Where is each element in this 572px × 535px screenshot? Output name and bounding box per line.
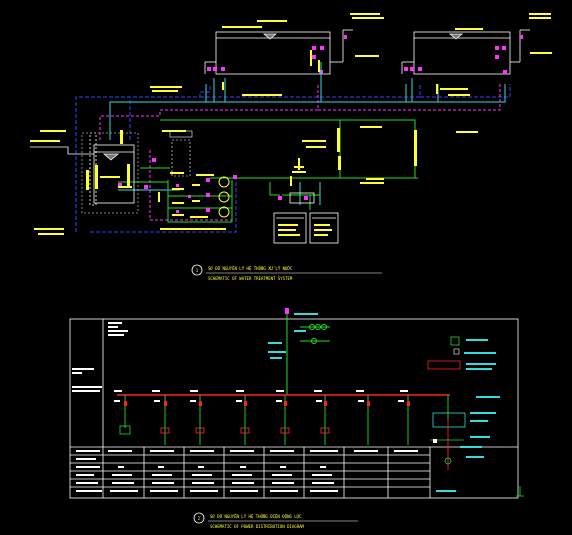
cyan-lines	[109, 62, 506, 205]
lower-title-en: SCHEMATIC OF POWER DISTRIBUTION DIAGRAM	[210, 524, 305, 529]
magenta-dashed-lines	[99, 84, 501, 221]
detail-number-1: 1	[196, 268, 199, 273]
lower-title-vi: SƠ ĐỒ NGUYÊN LÝ HỆ THỐNG ĐIỆN ĐỘNG LỰC	[210, 514, 302, 519]
dosing-units	[273, 192, 339, 244]
incoming-feeder	[286, 308, 330, 395]
title-block-1: 1 SƠ ĐỒ NGUYÊN LÝ HỆ THỐNG XỬ LÝ NƯỚC SC…	[191, 264, 382, 281]
load-table	[76, 450, 418, 492]
panel-frame	[69, 318, 519, 499]
green-lines	[118, 119, 418, 223]
left-notes	[72, 322, 128, 392]
upper-title-en: SCHEMATIC OF WATER TREATMENT SYSTEM	[208, 276, 293, 281]
tank-1	[204, 29, 353, 75]
upper-title-vi: SƠ ĐỒ NGUYÊN LÝ HỆ THỐNG XỬ LÝ NƯỚC	[208, 266, 293, 271]
pipe-labels	[86, 50, 438, 202]
supply-marker	[285, 308, 289, 314]
lower-schematic: 2 SƠ ĐỒ NGUYÊN LÝ HỆ THỐNG ĐIỆN ĐỘNG LỰC…	[69, 308, 524, 529]
feeders	[114, 390, 449, 445]
tank-valve-markers	[207, 35, 523, 74]
upper-schematic: 1 SƠ ĐỒ NGUYÊN LÝ HỆ THỐNG XỬ LÝ NƯỚC SC…	[30, 13, 552, 281]
inlet-line	[30, 146, 94, 155]
dosing-labels	[278, 140, 384, 236]
tank-2	[401, 29, 530, 75]
title-block-2: 2 SƠ ĐỒ NGUYÊN LÝ HỆ THỐNG ĐIỆN ĐỘNG LỰC…	[193, 512, 358, 529]
upper-annotations	[30, 86, 478, 235]
blue-dashed-lines	[75, 84, 511, 233]
pump-station	[118, 130, 308, 218]
supply-labels	[268, 313, 318, 359]
control-panel	[427, 336, 524, 497]
detail-number-2: 2	[198, 516, 201, 521]
header-labels	[222, 13, 552, 57]
